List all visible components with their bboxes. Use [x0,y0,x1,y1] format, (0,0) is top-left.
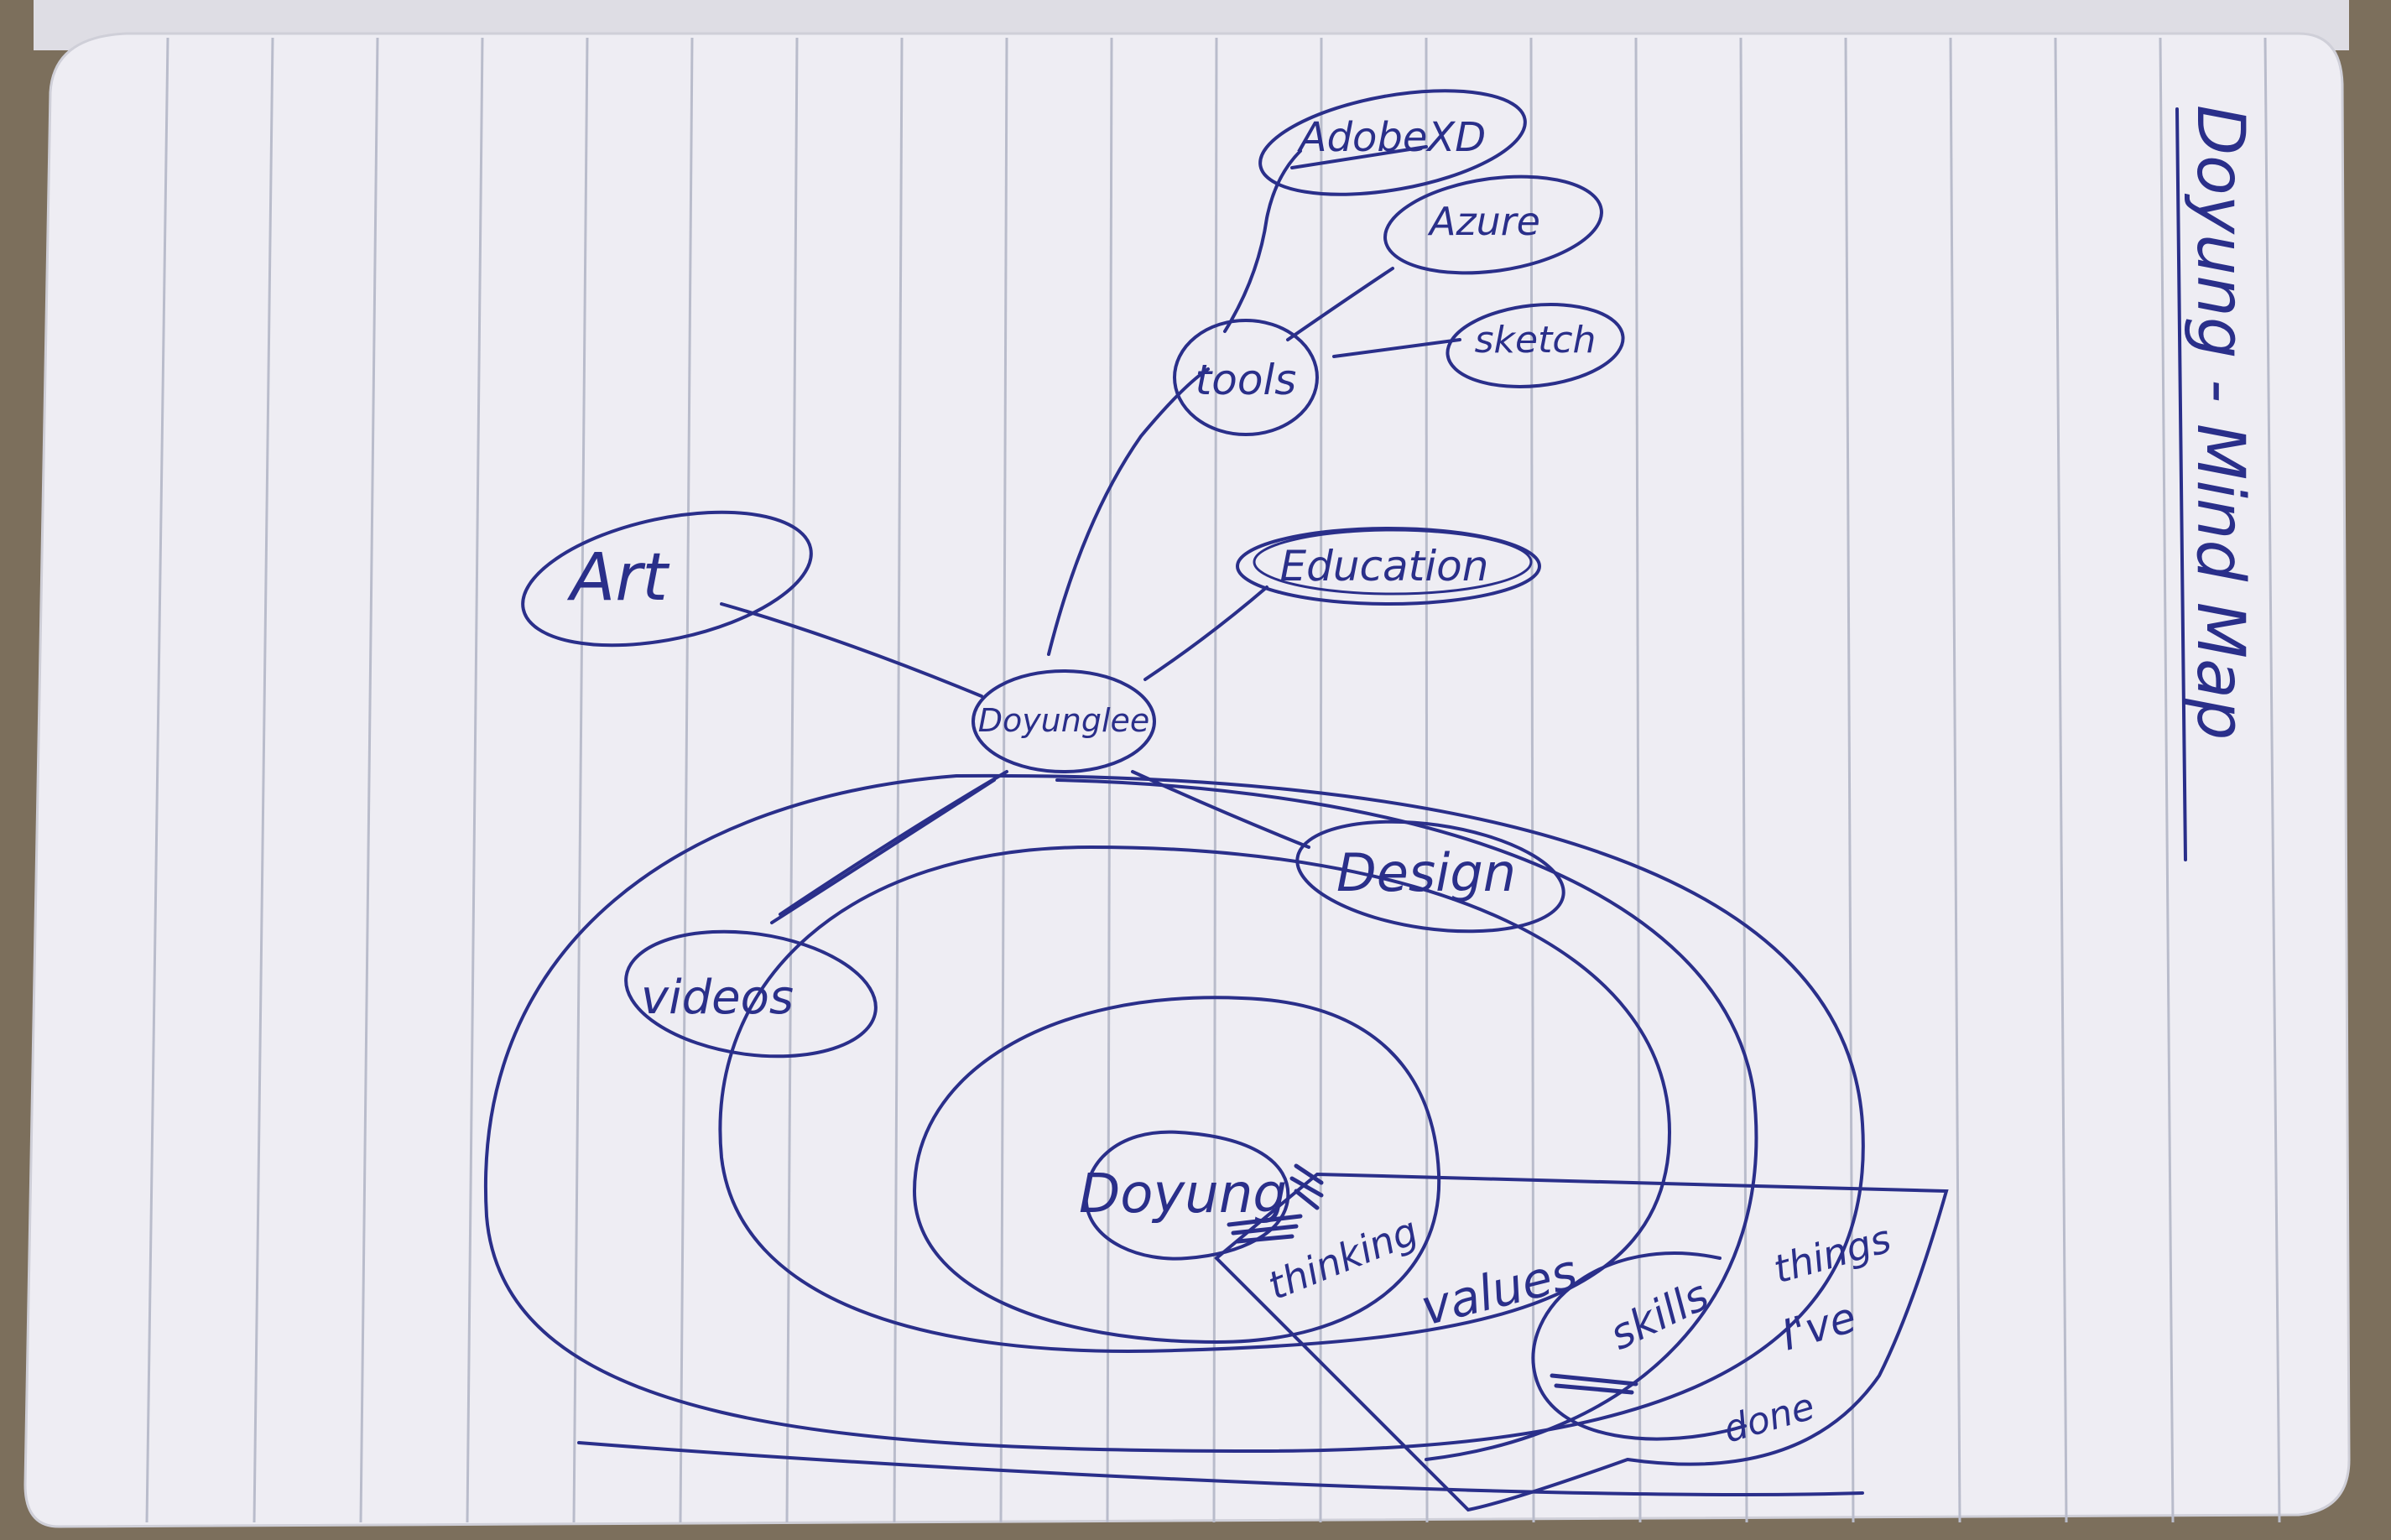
node-sketch-circle [1446,303,1625,388]
strike-skills [1550,1373,1638,1395]
ring-core-label: Doyung [1079,1163,1287,1225]
branch-line-education [1143,585,1268,681]
branch-line-adobexd [1223,149,1302,333]
node-design-label: Design [1336,842,1516,903]
node-education-circle [1236,527,1541,606]
node-sketch-label: sketch [1475,319,1597,362]
branch-line-azure [1286,267,1394,341]
ring-outer-2 [1055,778,1758,1461]
node-art-label: Art [566,540,669,616]
node-adobexd-circle [1258,89,1527,196]
node-tools-label: tools [1196,356,1297,404]
node-videos-circle [624,929,878,1059]
branch-line-tools [1047,367,1210,656]
node-center-label: Doyunglee [978,702,1150,739]
node-art-circle [521,510,813,648]
node-azure-circle [1383,174,1603,275]
node-adobexd-label: AdobeXD [1297,114,1487,161]
strike-adobexd [1290,145,1428,169]
title-underline [2175,107,2187,861]
node-education-circle-2 [1253,528,1533,596]
ring-thinking [912,996,1441,1345]
ring-outer [483,773,1865,1454]
branch-line-design [1131,770,1310,849]
node-videos-label: videos [641,970,794,1025]
mind-map-ink [483,89,2187,1512]
wedge-sector [1214,1172,1949,1512]
branch-line-sketch [1332,338,1461,358]
node-tools-circle [1173,319,1319,436]
ring-skills [1531,1251,1747,1441]
branch-line-videos-2 [770,778,996,924]
node-center-circle [972,669,1156,773]
node-azure-label: Azure [1427,199,1540,244]
ring-core [1084,1130,1290,1261]
ring-values [718,845,1672,1353]
node-design-circle [1295,819,1565,934]
node-education-label: Education [1280,542,1489,591]
strike-doyung [1227,1163,1324,1244]
page-title: Doyung - Mind Map [2182,105,2258,740]
ring-bottom-sweep [577,1441,1864,1496]
notebook-rules [145,37,2281,1523]
